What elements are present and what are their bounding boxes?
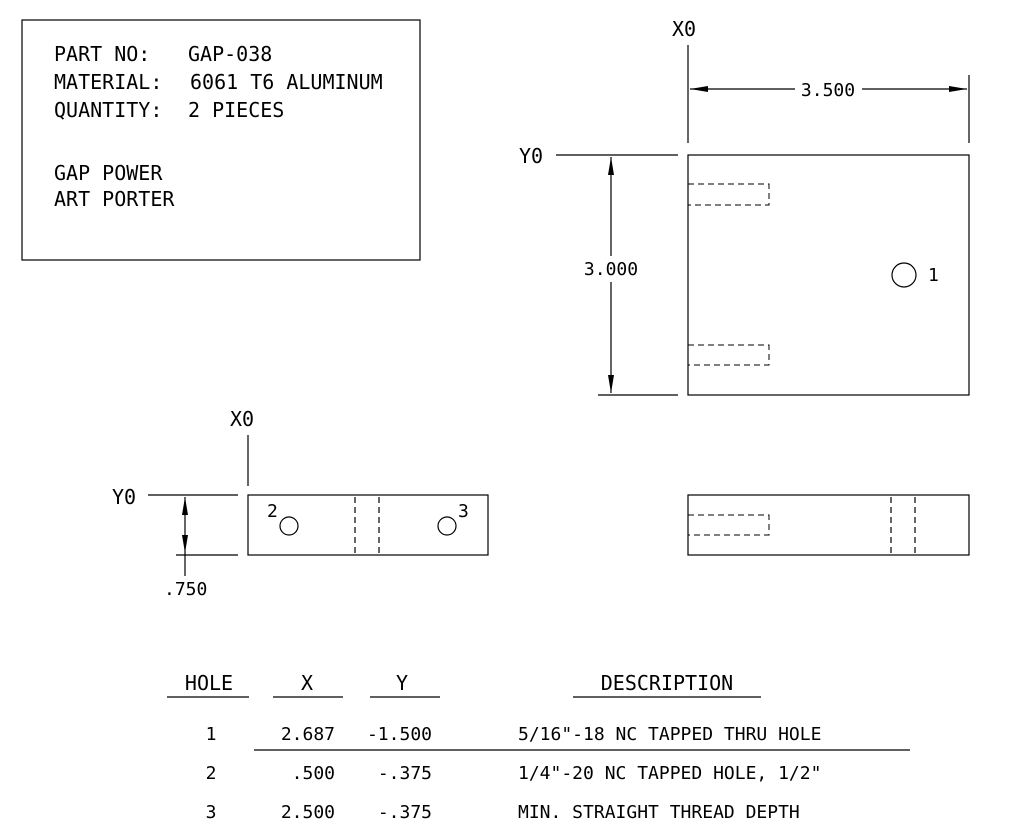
row-2-y: -.375: [378, 763, 432, 784]
top-width-dim-text: 3.500: [801, 80, 855, 101]
side-x-origin-label: X0: [230, 407, 254, 431]
hole-3-label: 3: [458, 501, 469, 522]
hole-2-label: 2: [267, 501, 278, 522]
row-1-y: -1.500: [367, 724, 432, 745]
hole-table: HOLE X Y DESCRIPTION 1 2.687 -1.500 5/16…: [167, 671, 910, 823]
row-1-x: 2.687: [281, 724, 335, 745]
top-height-arrow-down: [608, 375, 614, 393]
top-x-origin-label: X0: [672, 17, 696, 41]
hidden-tapped-hole-lower: [688, 344, 770, 366]
end-view: [687, 494, 970, 556]
title-block-border: [21, 19, 421, 261]
row-3-x: 2.500: [281, 802, 335, 823]
hole-table-header-description: DESCRIPTION: [601, 671, 733, 695]
top-y-origin-label: Y0: [519, 144, 543, 168]
part-no-value: GAP-038: [188, 42, 272, 66]
row-3-description: MIN. STRAIGHT THREAD DEPTH: [518, 802, 800, 823]
top-width-arrow-right: [949, 86, 967, 92]
title-line-designer: ART PORTER: [54, 187, 175, 211]
hole-3-circle: [437, 516, 457, 536]
quantity-value: 2 PIECES: [188, 98, 284, 122]
top-height-arrow-up: [608, 157, 614, 175]
end-view-outline: [687, 494, 970, 556]
title-line-company: GAP POWER: [54, 161, 163, 185]
quantity-label: QUANTITY:: [54, 98, 162, 122]
side-view: X0 Y0 .750 2 3: [112, 407, 489, 600]
hole-2-circle: [279, 516, 299, 536]
side-y-origin-label: Y0: [112, 485, 136, 509]
table-row: 1 2.687 -1.500 5/16"-18 NC TAPPED THRU H…: [206, 724, 822, 745]
row-2-x: .500: [292, 763, 335, 784]
row-2-hole: 2: [206, 763, 217, 784]
hole-1-label: 1: [928, 265, 939, 286]
material-value: 6061 T6 ALUMINUM: [190, 70, 383, 94]
row-2-description: 1/4"-20 NC TAPPED HOLE, 1/2": [518, 763, 821, 784]
side-height-dim-text: .750: [164, 579, 207, 600]
row-3-hole: 3: [206, 802, 217, 823]
top-view: X0 3.500 Y0 3.000 1: [519, 17, 970, 396]
table-row: 3 2.500 -.375 MIN. STRAIGHT THREAD DEPTH: [206, 802, 800, 823]
hole-1-circle: [891, 262, 917, 288]
row-1-description: 5/16"-18 NC TAPPED THRU HOLE: [518, 724, 821, 745]
part-no-label: PART NO:: [54, 42, 150, 66]
side-view-outline: [247, 494, 489, 556]
table-row: 2 .500 -.375 1/4"-20 NC TAPPED HOLE, 1/2…: [206, 763, 822, 784]
row-3-y: -.375: [378, 802, 432, 823]
hole-table-header-y: Y: [396, 671, 408, 695]
title-block: PART NO: GAP-038 MATERIAL: 6061 T6 ALUMI…: [21, 19, 421, 261]
top-height-dim-text: 3.000: [584, 259, 638, 280]
hole-table-header-hole: HOLE: [185, 671, 233, 695]
top-width-arrow-left: [690, 86, 708, 92]
hole-table-header-x: X: [301, 671, 313, 695]
row-1-hole: 1: [206, 724, 217, 745]
hidden-tapped-hole-upper: [688, 183, 770, 206]
side-height-arrow-down: [182, 535, 188, 553]
material-label: MATERIAL:: [54, 70, 162, 94]
top-view-outline: [687, 154, 970, 396]
hidden-tapped-hole-end: [688, 514, 770, 536]
side-height-arrow-up: [182, 497, 188, 515]
